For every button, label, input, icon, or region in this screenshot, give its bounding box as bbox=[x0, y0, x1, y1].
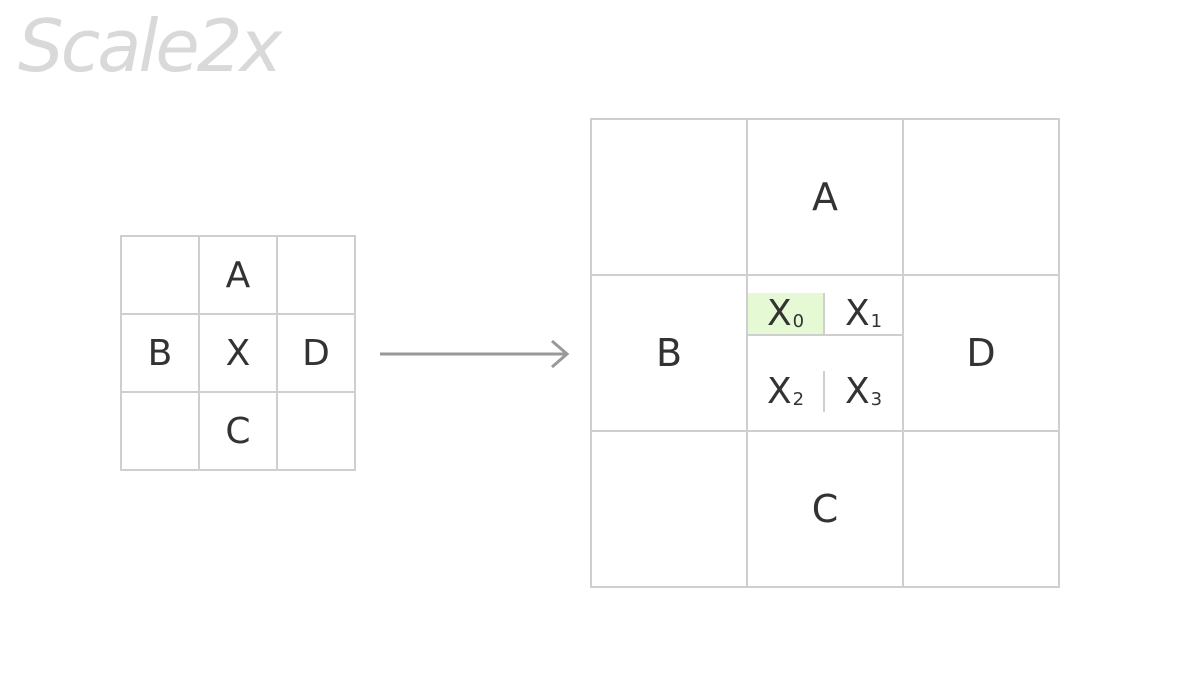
scaled-cell-c: C bbox=[748, 432, 904, 588]
scaled-cell-b: B bbox=[592, 276, 748, 432]
source-cell-bottom-right bbox=[278, 393, 356, 471]
source-label-d: D bbox=[302, 332, 330, 374]
source-cell-bottom-left bbox=[122, 393, 200, 471]
subpixel-x3-letter: X bbox=[844, 371, 870, 412]
scaled-cell-d: D bbox=[904, 276, 1060, 432]
source-label-b: B bbox=[147, 332, 173, 374]
scaled-cell-bottom-left bbox=[592, 432, 748, 588]
subpixel-x0-index: 0 bbox=[792, 311, 805, 332]
source-label-a: A bbox=[225, 254, 251, 296]
right-arrow-icon bbox=[380, 339, 570, 369]
scaled-label-a: A bbox=[812, 175, 838, 219]
subpixel-x1-index: 1 bbox=[870, 311, 883, 332]
scaled-cell-a: A bbox=[748, 120, 904, 276]
subpixel-x0-letter: X bbox=[766, 293, 792, 334]
subpixel-x3-index: 3 bbox=[870, 389, 883, 410]
source-label-x: X bbox=[225, 332, 251, 374]
source-cell-b: B bbox=[122, 315, 200, 393]
scaled-label-b: B bbox=[655, 331, 683, 375]
scaled-cell-top-left bbox=[592, 120, 748, 276]
source-cell-a: A bbox=[200, 237, 278, 315]
source-cell-c: C bbox=[200, 393, 278, 471]
source-cell-top-left bbox=[122, 237, 200, 315]
source-cell-x: X bbox=[200, 315, 278, 393]
source-cell-top-right bbox=[278, 237, 356, 315]
subpixel-x2-index: 2 bbox=[792, 389, 805, 410]
scaled-label-d: D bbox=[966, 331, 996, 375]
diagram-title: Scale2x bbox=[18, 4, 282, 88]
source-pixel-grid: A B X D C bbox=[120, 235, 356, 471]
subpixel-x2-letter: X bbox=[766, 371, 792, 412]
scaled-cell-bottom-right bbox=[904, 432, 1060, 588]
scaled-label-c: C bbox=[811, 487, 839, 531]
subpixel-x1-letter: X bbox=[844, 293, 870, 334]
source-cell-d: D bbox=[278, 315, 356, 393]
scaled-cell-top-right bbox=[904, 120, 1060, 276]
source-label-c: C bbox=[225, 410, 251, 452]
